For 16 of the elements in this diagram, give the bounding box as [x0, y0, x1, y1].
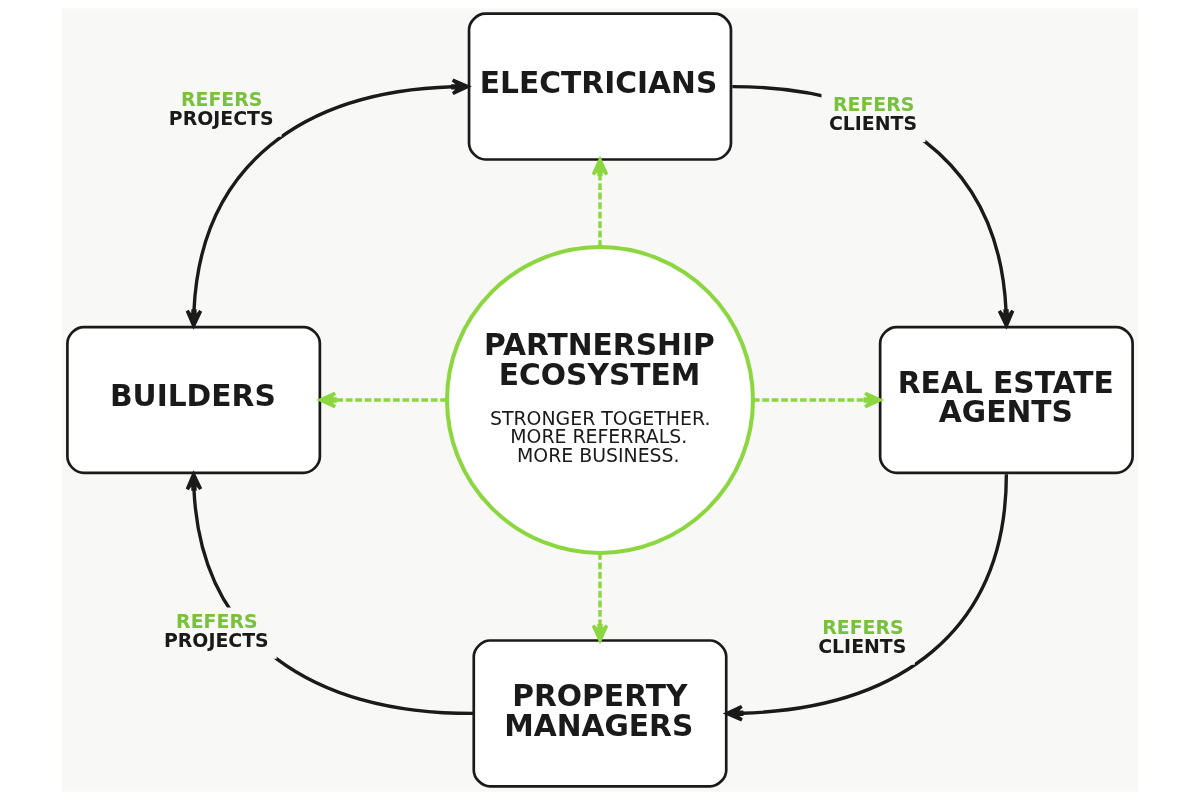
node-box: ELECTRICIANS: [467, 12, 733, 161]
edge-label: REFERS PROJECTS: [163, 609, 269, 651]
arrow: [732, 84, 1015, 328]
edge-label: REFERS CLIENTS: [818, 616, 907, 657]
node-box: REAL ESTATE AGENTS: [878, 325, 1134, 475]
arrow: [591, 157, 609, 247]
edge-label: REFERS CLIENTS: [828, 93, 918, 135]
arrow: [185, 78, 470, 328]
arrow: [591, 553, 609, 643]
node-circle: PARTNERSHIP ECOSYSTEM STRONGER TOGETHER. MORE REFERRALS. MORE BUSINESS.: [445, 245, 755, 555]
node-box: BUILDERS: [66, 325, 322, 475]
arrow: [752, 391, 882, 409]
arrow: [725, 474, 1009, 722]
arrow: [318, 391, 447, 409]
edge-label: REFERS PROJECTS: [168, 87, 274, 129]
node-box: PROPERTY MANAGERS: [472, 639, 728, 788]
